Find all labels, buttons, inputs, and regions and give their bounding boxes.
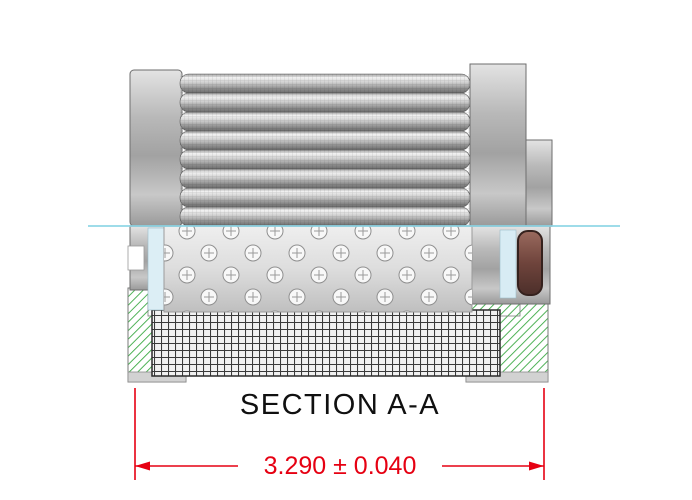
section-label: SECTION A-A — [240, 389, 440, 421]
support-mesh — [151, 309, 501, 377]
seal-oring — [517, 230, 543, 296]
right-end-cap — [469, 63, 553, 227]
arrowhead-left — [135, 461, 150, 471]
right-foot — [465, 371, 549, 383]
perforated-core — [163, 225, 473, 313]
right-lower-cap — [471, 225, 551, 305]
dimension: 3.290 ± 0.040 — [134, 388, 545, 480]
filter-media — [179, 73, 471, 227]
dimension-text: 3.290 ± 0.040 — [264, 452, 417, 480]
left-end-cap — [129, 69, 183, 227]
arrowhead-right — [529, 461, 544, 471]
